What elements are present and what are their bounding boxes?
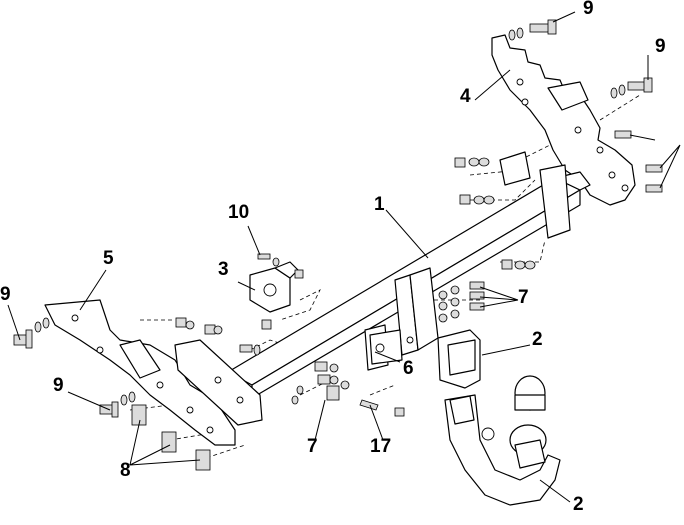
left-side-bracket [44,299,236,446]
callout-17: 17 [370,436,391,457]
callout-7-right: 7 [518,287,529,308]
socket-bracket [249,261,299,313]
callout-7-bottom: 7 [307,436,318,457]
callout-2-socket: 2 [532,329,543,350]
callout-9-right: 9 [655,36,666,57]
fastener-hardware [13,19,663,471]
callout-8: 8 [120,460,131,481]
callout-4: 4 [460,86,471,107]
leader-lines [7,11,681,503]
left-mount-plate [174,339,263,426]
tow-ball-neck [444,394,561,506]
callout-1: 1 [374,194,385,215]
right-side-bracket [491,34,636,206]
callout-9-top: 9 [583,0,594,19]
callout-2-neck: 2 [573,494,584,515]
callout-10: 10 [228,202,249,223]
callout-9-lower-left: 9 [53,375,64,396]
callout-5: 5 [103,248,114,269]
callout-9-left: 9 [0,284,11,305]
callout-labels: 9 9 4 1 10 3 5 9 9 8 7 6 2 7 17 2 [0,0,666,515]
callout-3: 3 [218,259,229,280]
ball-socket-block [437,329,481,389]
tow-ball [514,375,546,411]
receiver-plate [364,267,439,371]
callout-6: 6 [403,358,414,379]
